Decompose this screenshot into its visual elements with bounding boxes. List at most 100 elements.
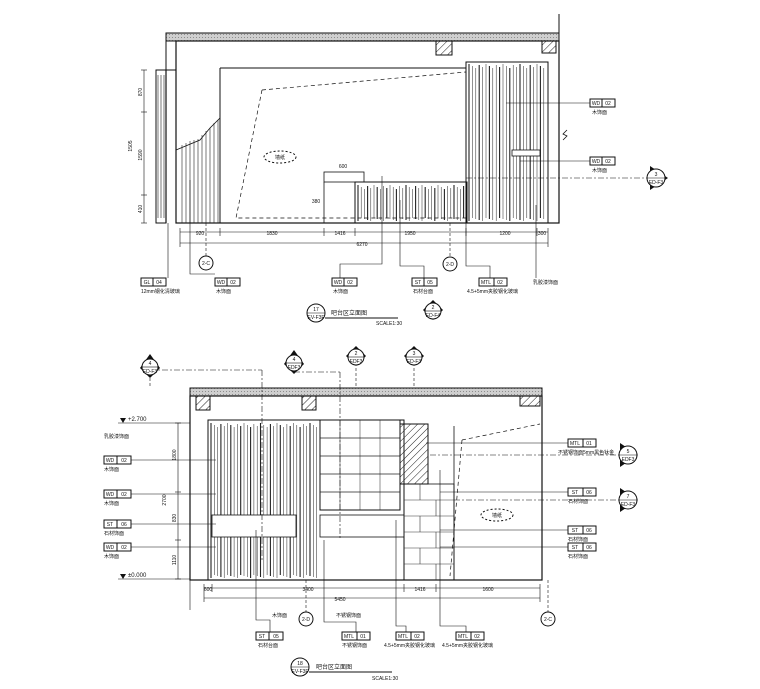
svg-text:石材饰面: 石材饰面: [104, 530, 124, 537]
svg-text:01: 01: [586, 441, 592, 447]
top-beam: [435, 40, 453, 56]
top-vdim-1: 870: [138, 88, 144, 97]
svg-text:石材饰面: 石材饰面: [568, 498, 588, 505]
bottom-glass-panel: [399, 423, 429, 485]
svg-text:ST: ST: [572, 490, 578, 496]
svg-text:WD: WD: [106, 492, 115, 498]
svg-text:02: 02: [605, 101, 611, 107]
bottom-dim-3: 1416: [414, 587, 425, 593]
top-dim-4: 1950: [404, 231, 415, 237]
top-dim-6: 300: [538, 231, 547, 237]
svg-text:EV-F3F: EV-F3F: [292, 669, 309, 675]
svg-text:ED-F3: ED-F3: [621, 502, 636, 508]
svg-text:±0.000: ±0.000: [128, 573, 147, 579]
bottom-grid-left: [298, 611, 314, 627]
top-vdim-2: 1505: [128, 140, 134, 151]
top-dim-total: 6270: [356, 242, 367, 248]
svg-text:2: 2: [355, 351, 358, 357]
bottom-right-refs: 5 EDF3 7 ED-F3: [430, 443, 638, 512]
top-grid-left: [198, 255, 214, 271]
bottom-top-refs: 4 ED-F3 4 EDF3 2 EDF3 3 ED-F3: [140, 346, 424, 560]
svg-text:WD: WD: [106, 458, 115, 464]
top-dim-3: 1416: [334, 231, 345, 237]
svg-text:木饰面: 木饰面: [104, 500, 119, 507]
top-beam-right: [541, 40, 557, 54]
top-wallpaper-marker: [263, 150, 297, 164]
svg-text:17: 17: [313, 307, 319, 313]
svg-text:05: 05: [273, 634, 279, 640]
top-bottom-tags: GL 04 12mm钢化清玻璃 WD 02 木饰面 WD 02 木饰面 ST 0…: [140, 277, 558, 295]
svg-text:3: 3: [655, 172, 658, 178]
svg-text:7: 7: [627, 494, 630, 500]
bottom-vdim-2: 2700: [162, 494, 168, 505]
top-elevation: 墙纸 600 380 870 1505 1590 410: [128, 14, 668, 327]
svg-text:木饰面: 木饰面: [104, 553, 119, 560]
svg-text:ST: ST: [572, 545, 578, 551]
bottom-dim-2: 3400: [302, 587, 313, 593]
svg-text:+2.700: +2.700: [128, 417, 147, 423]
top-center-label: 墙纸: [275, 154, 285, 161]
svg-text:06: 06: [586, 490, 592, 496]
svg-text:04: 04: [156, 280, 162, 286]
bottom-dim-4: 1600: [482, 587, 493, 593]
svg-text:石材台面: 石材台面: [413, 288, 433, 295]
top-drawing-title: 17 EV-F3F 吧台区立面图 SCALE1:30: [306, 303, 402, 327]
svg-text:12mm钢化清玻璃: 12mm钢化清玻璃: [141, 288, 180, 295]
svg-text:MTL: MTL: [344, 634, 354, 640]
bottom-dim-1: 600: [204, 587, 213, 593]
svg-text:木饰面: 木饰面: [216, 288, 231, 295]
svg-text:石材饰面: 石材饰面: [568, 553, 588, 560]
svg-text:ED-F3: ED-F3: [649, 180, 664, 186]
svg-text:ST: ST: [572, 528, 578, 534]
svg-text:EV-F3F: EV-F3F: [308, 315, 325, 321]
svg-text:02: 02: [121, 545, 127, 551]
svg-text:WD: WD: [592, 101, 601, 107]
svg-text:MTL: MTL: [458, 634, 468, 640]
svg-text:石材饰面: 石材饰面: [568, 536, 588, 543]
bottom-counter-niche: [211, 514, 297, 538]
svg-text:2-D: 2-D: [446, 262, 454, 268]
svg-text:不锈钢饰面5mm黑色钛金: 不锈钢饰面5mm黑色钛金: [558, 449, 614, 456]
svg-text:ED-F4: ED-F4: [426, 313, 441, 319]
top-bar-counter: [354, 181, 468, 224]
svg-text:ED-F3: ED-F3: [143, 369, 158, 375]
top-wood-cabinet: [465, 61, 549, 224]
svg-text:2: 2: [432, 305, 435, 311]
svg-text:木饰面: 木饰面: [592, 167, 607, 174]
svg-text:EDF3: EDF3: [288, 365, 301, 371]
svg-text:WD: WD: [334, 280, 343, 286]
svg-text:木饰面: 木饰面: [333, 288, 348, 295]
svg-text:SCALE1:30: SCALE1:30: [376, 321, 402, 327]
bottom-grid-right: [540, 611, 556, 627]
bottom-vdim-4: 1110: [172, 555, 178, 566]
bottom-drawing-title: 18 EV-F3F 吧台区立面图 SCALE1:30: [290, 657, 398, 682]
svg-text:02: 02: [121, 458, 127, 464]
svg-text:吧台区立面图: 吧台区立面图: [331, 309, 367, 317]
top-section-ref-bottom: 2 ED-F4: [423, 300, 443, 320]
svg-text:MTL: MTL: [481, 280, 491, 286]
svg-text:GL: GL: [144, 280, 151, 286]
svg-text:2-C: 2-C: [202, 261, 210, 267]
bottom-elevation: +2.700 ±0.000 1800 2700 830 1110: [103, 346, 638, 682]
svg-text:4.5+5mm夹胶钢化玻璃: 4.5+5mm夹胶钢化玻璃: [384, 642, 435, 649]
svg-text:SCALE1:30: SCALE1:30: [372, 676, 398, 682]
bottom-dim-total: 5450: [334, 597, 345, 603]
bottom-vdim-1: 1800: [172, 449, 178, 460]
top-vdim-4: 410: [138, 205, 144, 214]
svg-text:02: 02: [347, 280, 353, 286]
svg-text:乳胶漆饰面: 乳胶漆饰面: [104, 433, 129, 440]
svg-text:02: 02: [230, 280, 236, 286]
svg-text:4: 4: [293, 357, 296, 363]
svg-text:EDF3: EDF3: [622, 457, 635, 463]
top-far-note: 乳胶漆饰面: [533, 279, 558, 286]
top-dim-1: 920: [196, 231, 205, 237]
bottom-right-tags: MTL 01 不锈钢饰面5mm黑色钛金 ST 06 石材饰面 ST 06 石材饰…: [426, 438, 614, 560]
svg-text:4.5+5mm夹胶钢化玻璃: 4.5+5mm夹胶钢化玻璃: [442, 642, 493, 649]
bottom-ceiling-slab: [189, 387, 543, 397]
svg-text:05: 05: [427, 280, 433, 286]
bottom-left-tags: 乳胶漆饰面 WD 02 木饰面 WD 02 木饰面 ST 06 石材饰面 WD …: [103, 433, 216, 560]
svg-text:EDF3: EDF3: [350, 359, 363, 365]
top-dim-2: 1830: [266, 231, 277, 237]
